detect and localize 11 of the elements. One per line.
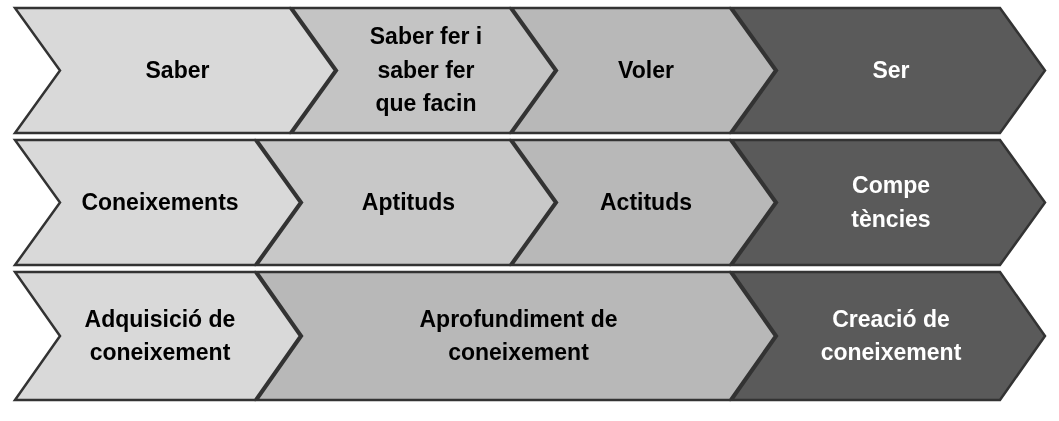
chevron-label: Adquisició de coneixement	[83, 304, 237, 367]
chevron-label: Ser	[872, 55, 910, 85]
chevron-label: Actituds	[600, 187, 692, 217]
chevron-label: Saber	[145, 55, 210, 85]
chevron-label: Aptituds	[361, 187, 456, 217]
chevron-label: Compe tències	[850, 171, 932, 234]
chevron-label: Coneixements	[81, 187, 239, 217]
chevron-label: Saber fer i saber fer que facin	[368, 22, 484, 119]
chevron-label: Voler	[618, 55, 674, 85]
chevron-label: Creació de coneixement	[819, 304, 963, 367]
chevron-label: Aprofundiment de coneixement	[418, 304, 619, 367]
